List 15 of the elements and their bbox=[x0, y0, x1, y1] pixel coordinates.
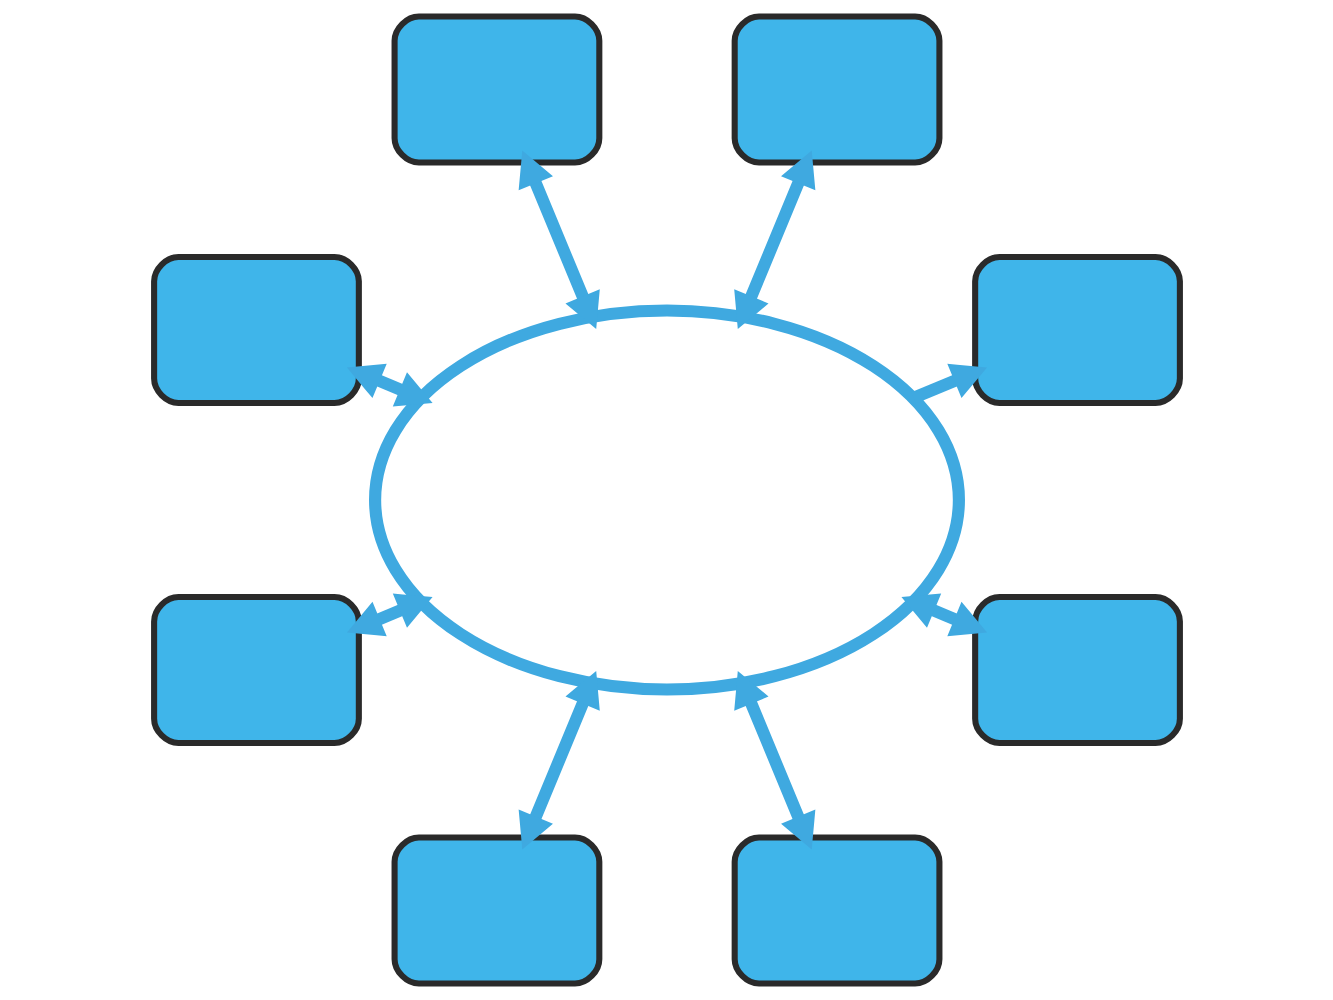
arrow bbox=[733, 150, 815, 330]
arrow bbox=[733, 670, 815, 850]
arrow bbox=[900, 593, 987, 637]
arrow bbox=[518, 670, 600, 850]
node-box bbox=[731, 13, 942, 166]
node-box bbox=[391, 13, 602, 166]
node-box bbox=[391, 834, 602, 987]
arrow bbox=[346, 593, 433, 637]
arrow bbox=[346, 363, 433, 407]
node-box bbox=[971, 253, 1183, 406]
arrow bbox=[518, 150, 600, 330]
node-box bbox=[971, 594, 1183, 747]
node-box bbox=[150, 253, 362, 406]
node-box bbox=[150, 594, 362, 747]
node-box bbox=[731, 834, 942, 987]
